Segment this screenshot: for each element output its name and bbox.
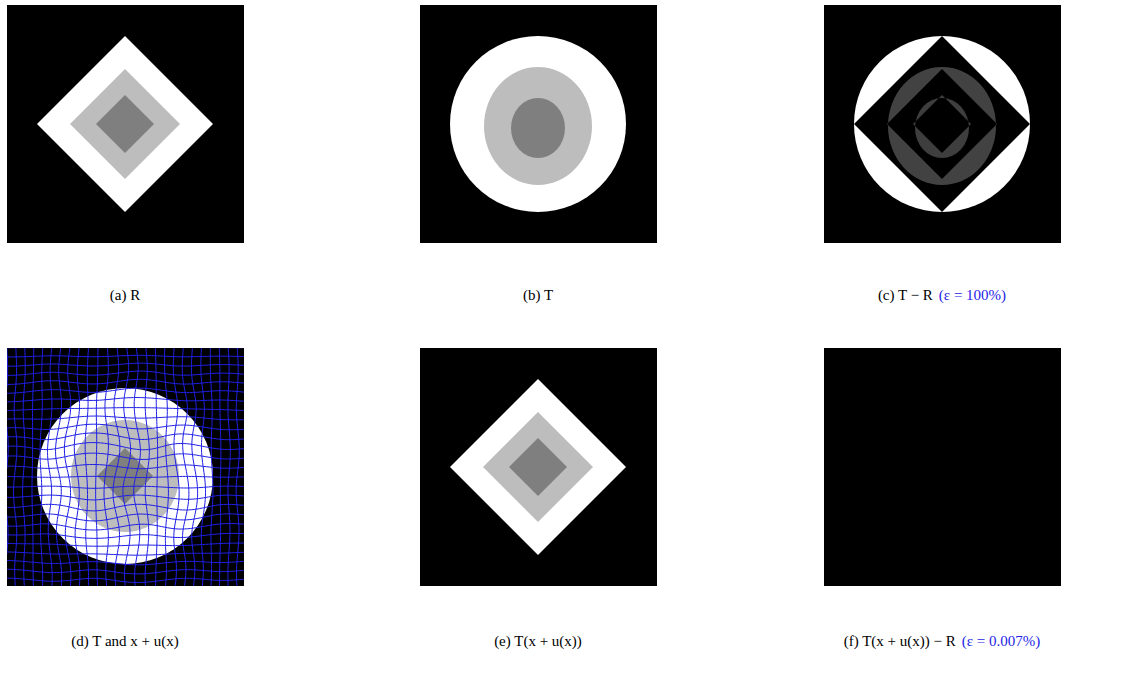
template-image — [420, 5, 657, 243]
grid-line — [7, 543, 244, 546]
grid-line — [7, 398, 244, 402]
grid-line — [7, 486, 244, 488]
grid-line — [201, 348, 206, 586]
grid-line — [173, 348, 179, 586]
grid-line — [40, 348, 43, 586]
middle-diamond — [887, 69, 997, 179]
inner-diamond — [913, 95, 971, 153]
subfigure-caption: (f) T(x + u(x)) − R — [844, 633, 956, 650]
error-value: (ε = 100%) — [939, 287, 1006, 304]
grid-line — [7, 443, 244, 450]
grid-line — [7, 495, 244, 500]
grid-line — [182, 348, 189, 586]
inner-diamond — [96, 95, 154, 153]
reference-image — [7, 5, 244, 243]
caption-group: (e) T(x + u(x)) — [378, 633, 698, 650]
grid-line — [165, 348, 169, 586]
grid-line — [48, 348, 53, 586]
outer-circle — [450, 36, 626, 212]
grid-line — [7, 578, 244, 582]
grid-line — [7, 363, 244, 366]
grid-line — [56, 348, 62, 586]
grid-line — [104, 348, 108, 586]
grid-line — [7, 371, 244, 375]
caption-group: (c) T − R (ε = 100%) — [782, 287, 1102, 304]
grid-line — [219, 348, 221, 586]
grid-line — [96, 348, 98, 586]
middle-diamond — [483, 412, 593, 522]
middle-diamond — [70, 69, 180, 179]
middle-ellipse — [484, 67, 592, 185]
inner-ellipse — [511, 98, 565, 158]
grid-line — [7, 476, 244, 477]
caption-group: (d) T and x + u(x) — [0, 633, 285, 650]
inner-diamond — [509, 438, 567, 496]
subfigure-caption: (d) T and x + u(x) — [71, 633, 178, 650]
grid-line — [228, 348, 230, 586]
background — [420, 348, 657, 586]
subfigure-caption: (c) T − R — [878, 287, 933, 304]
error-value: (ε = 0.007%) — [962, 633, 1041, 650]
background — [824, 348, 1061, 586]
grid-line — [7, 379, 244, 384]
caption-group: (a) R — [0, 287, 285, 304]
deformation-grid-image — [7, 348, 244, 586]
grid-line — [134, 348, 141, 586]
grid-line — [155, 348, 157, 586]
grid-line — [85, 348, 89, 586]
residual-image — [824, 348, 1061, 586]
grid-line — [123, 348, 131, 586]
background — [7, 5, 244, 243]
grid-line — [7, 524, 244, 530]
grid-line — [7, 424, 244, 430]
outer-diamond — [37, 36, 213, 212]
grid-line — [7, 408, 244, 411]
grid-line — [7, 433, 244, 440]
subfigure-caption: (a) R — [110, 287, 140, 304]
grid-line — [7, 552, 244, 555]
grid-line — [145, 348, 149, 586]
caption-group: (b) T — [378, 287, 698, 304]
subfigure-caption: (e) T(x + u(x)) — [494, 633, 582, 650]
grid-line — [7, 514, 244, 521]
grid-line — [210, 348, 213, 586]
grid-line — [7, 348, 8, 586]
grid-line — [7, 533, 244, 538]
grid-line — [7, 453, 244, 459]
grid-line — [74, 348, 80, 586]
grid-line — [191, 348, 197, 586]
grid-line — [7, 569, 244, 574]
background — [420, 5, 657, 243]
outer-diamond — [854, 36, 1030, 212]
background — [824, 5, 1061, 243]
difference-image — [824, 5, 1061, 243]
subfigure-caption: (b) T — [523, 287, 553, 304]
warped-template-image — [420, 348, 657, 586]
grid-line — [236, 348, 239, 586]
outer-diamond — [450, 379, 626, 555]
grid-line — [7, 464, 244, 468]
grid-line — [7, 560, 244, 564]
grid-line — [7, 504, 244, 511]
outer-circle — [854, 36, 1030, 212]
caption-group: (f) T(x + u(x)) − R (ε = 0.007%) — [782, 633, 1102, 650]
